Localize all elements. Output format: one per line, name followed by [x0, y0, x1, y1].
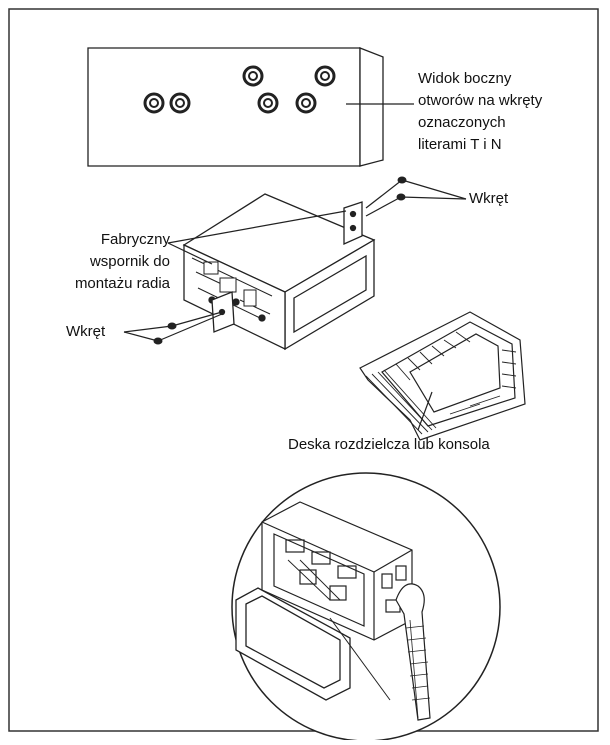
screw-left-leaders [123, 311, 223, 342]
side-view-line-2: otworów na wkręty [418, 92, 543, 109]
outer-frame [8, 8, 599, 732]
side-panel [87, 47, 384, 167]
side-view-line-3: oznaczonych [418, 114, 506, 131]
screw-top-label: Wkręt [469, 190, 509, 207]
factory-bracket-line-3: montażu radia [74, 275, 170, 292]
screw-holes [143, 65, 336, 114]
screw-top-leaders [365, 179, 467, 217]
side-view-line-4: literami T i N [418, 136, 502, 153]
bracket-leaders [167, 210, 347, 265]
screw-left-label: Wkręt [66, 323, 106, 340]
factory-bracket-line-1: Fabryczny [100, 231, 170, 248]
side-view-label: Widok boczny otworów na wkręty oznaczony… [418, 68, 542, 156]
radio-chassis [182, 193, 376, 351]
side-view-line-1: Widok boczny [418, 70, 512, 87]
factory-bracket-line-2: wspornik do [89, 253, 170, 270]
factory-bracket-label: Fabryczny wspornik do montażu radia [40, 229, 170, 295]
dashboard-console [359, 311, 526, 441]
dashboard-label: Deska rozdzielcza lub konsola [288, 436, 490, 453]
dashboard-leader [417, 391, 433, 431]
detail-circle [231, 472, 501, 742]
